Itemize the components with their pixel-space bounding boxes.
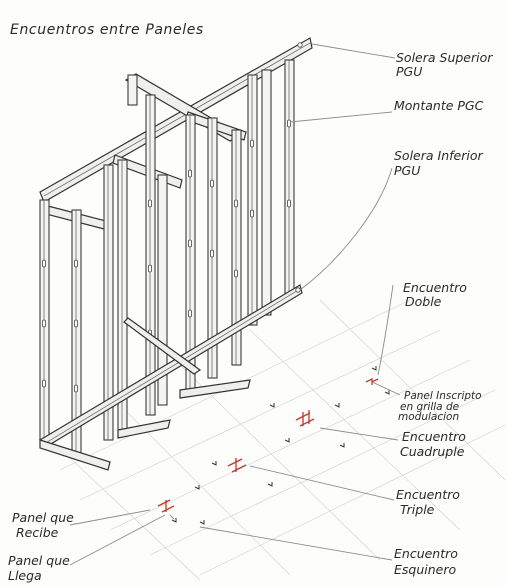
label-encuentro-esquinero-2: Esquinero: [394, 562, 456, 577]
label-panel-llega-2: Llega: [8, 568, 42, 583]
label-panel-llega-1: Panel que: [8, 553, 70, 568]
solera-superior-track: [39, 37, 313, 203]
label-solera-superior-2: PGU: [396, 64, 422, 79]
label-panel-inscripto-2: en grilla de: [400, 401, 459, 413]
stud-holes: [42, 119, 291, 393]
label-panel-inscripto-1: Panel Inscripto: [404, 390, 482, 402]
label-solera-superior-1: Solera Superior: [396, 50, 493, 65]
diagram-title: Encuentros entre Paneles: [10, 22, 204, 38]
label-encuentro-cuadruple-1: Encuentro: [402, 429, 466, 444]
label-solera-inferior-2: PGU: [394, 163, 420, 178]
label-montante: Montante PGC: [394, 98, 484, 113]
label-encuentro-triple-2: Triple: [400, 502, 435, 517]
label-encuentro-triple-1: Encuentro: [396, 487, 460, 502]
label-solera-inferior-1: Solera Inferior: [394, 148, 483, 163]
encounter-marks: [157, 366, 390, 525]
label-encuentro-cuadruple-2: Cuadruple: [400, 444, 465, 459]
label-encuentro-doble-1: Encuentro: [403, 280, 467, 295]
label-panel-inscripto-3: modulacion: [398, 411, 459, 423]
solera-inferior-track: [39, 284, 303, 471]
label-encuentro-esquinero-1: Encuentro: [394, 546, 458, 561]
label-panel-recibe-1: Panel que: [12, 510, 74, 525]
label-panel-recibe-2: Recibe: [16, 525, 59, 540]
label-encuentro-doble-2: Doble: [405, 294, 442, 309]
leader-lines: [69, 43, 401, 566]
